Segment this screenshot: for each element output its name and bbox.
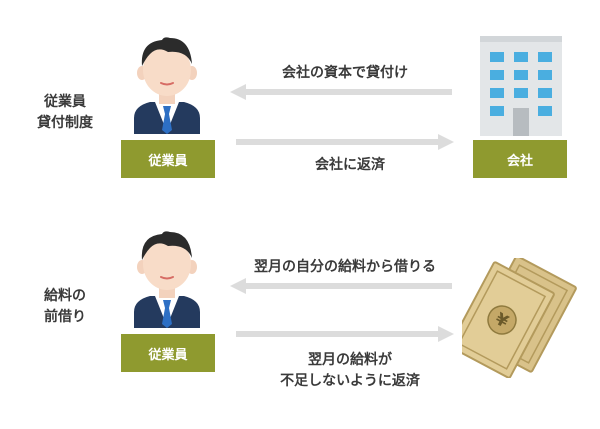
arrow-loan-label: 会社の資本で貸付け [282,65,408,81]
arrow-left-icon [230,278,452,294]
arrow-repay-line2: 不足しないように返済 [280,373,420,389]
section2-title-line1: 給料の [44,288,86,304]
arrow-right-icon [236,326,454,342]
banknote-icon: ¥ ¥ [462,258,580,378]
section1-title-line1: 従業員 [44,94,86,110]
arrow-right-icon [236,134,454,150]
employee-badge: 従業員 [121,140,215,178]
section1-title-line2: 貸付制度 [37,115,93,131]
arrow-borrow-label: 翌月の自分の給料から借りる [254,259,436,275]
section1-title: 従業員 貸付制度 [20,92,110,134]
section2-title: 給料の 前借り [20,286,110,328]
arrow-left-icon [230,84,452,100]
employee-icon [128,230,206,328]
arrow-repay-label: 翌月の給料が 不足しないように返済 [240,350,460,392]
section2-title-line2: 前借り [44,309,86,325]
company-badge: 会社 [473,140,567,178]
arrow-repay-label: 会社に返済 [315,157,385,173]
employee-badge: 従業員 [121,334,215,372]
building-icon [476,36,566,136]
employee-icon [128,36,206,134]
arrow-repay-line1: 翌月の給料が [308,352,392,368]
